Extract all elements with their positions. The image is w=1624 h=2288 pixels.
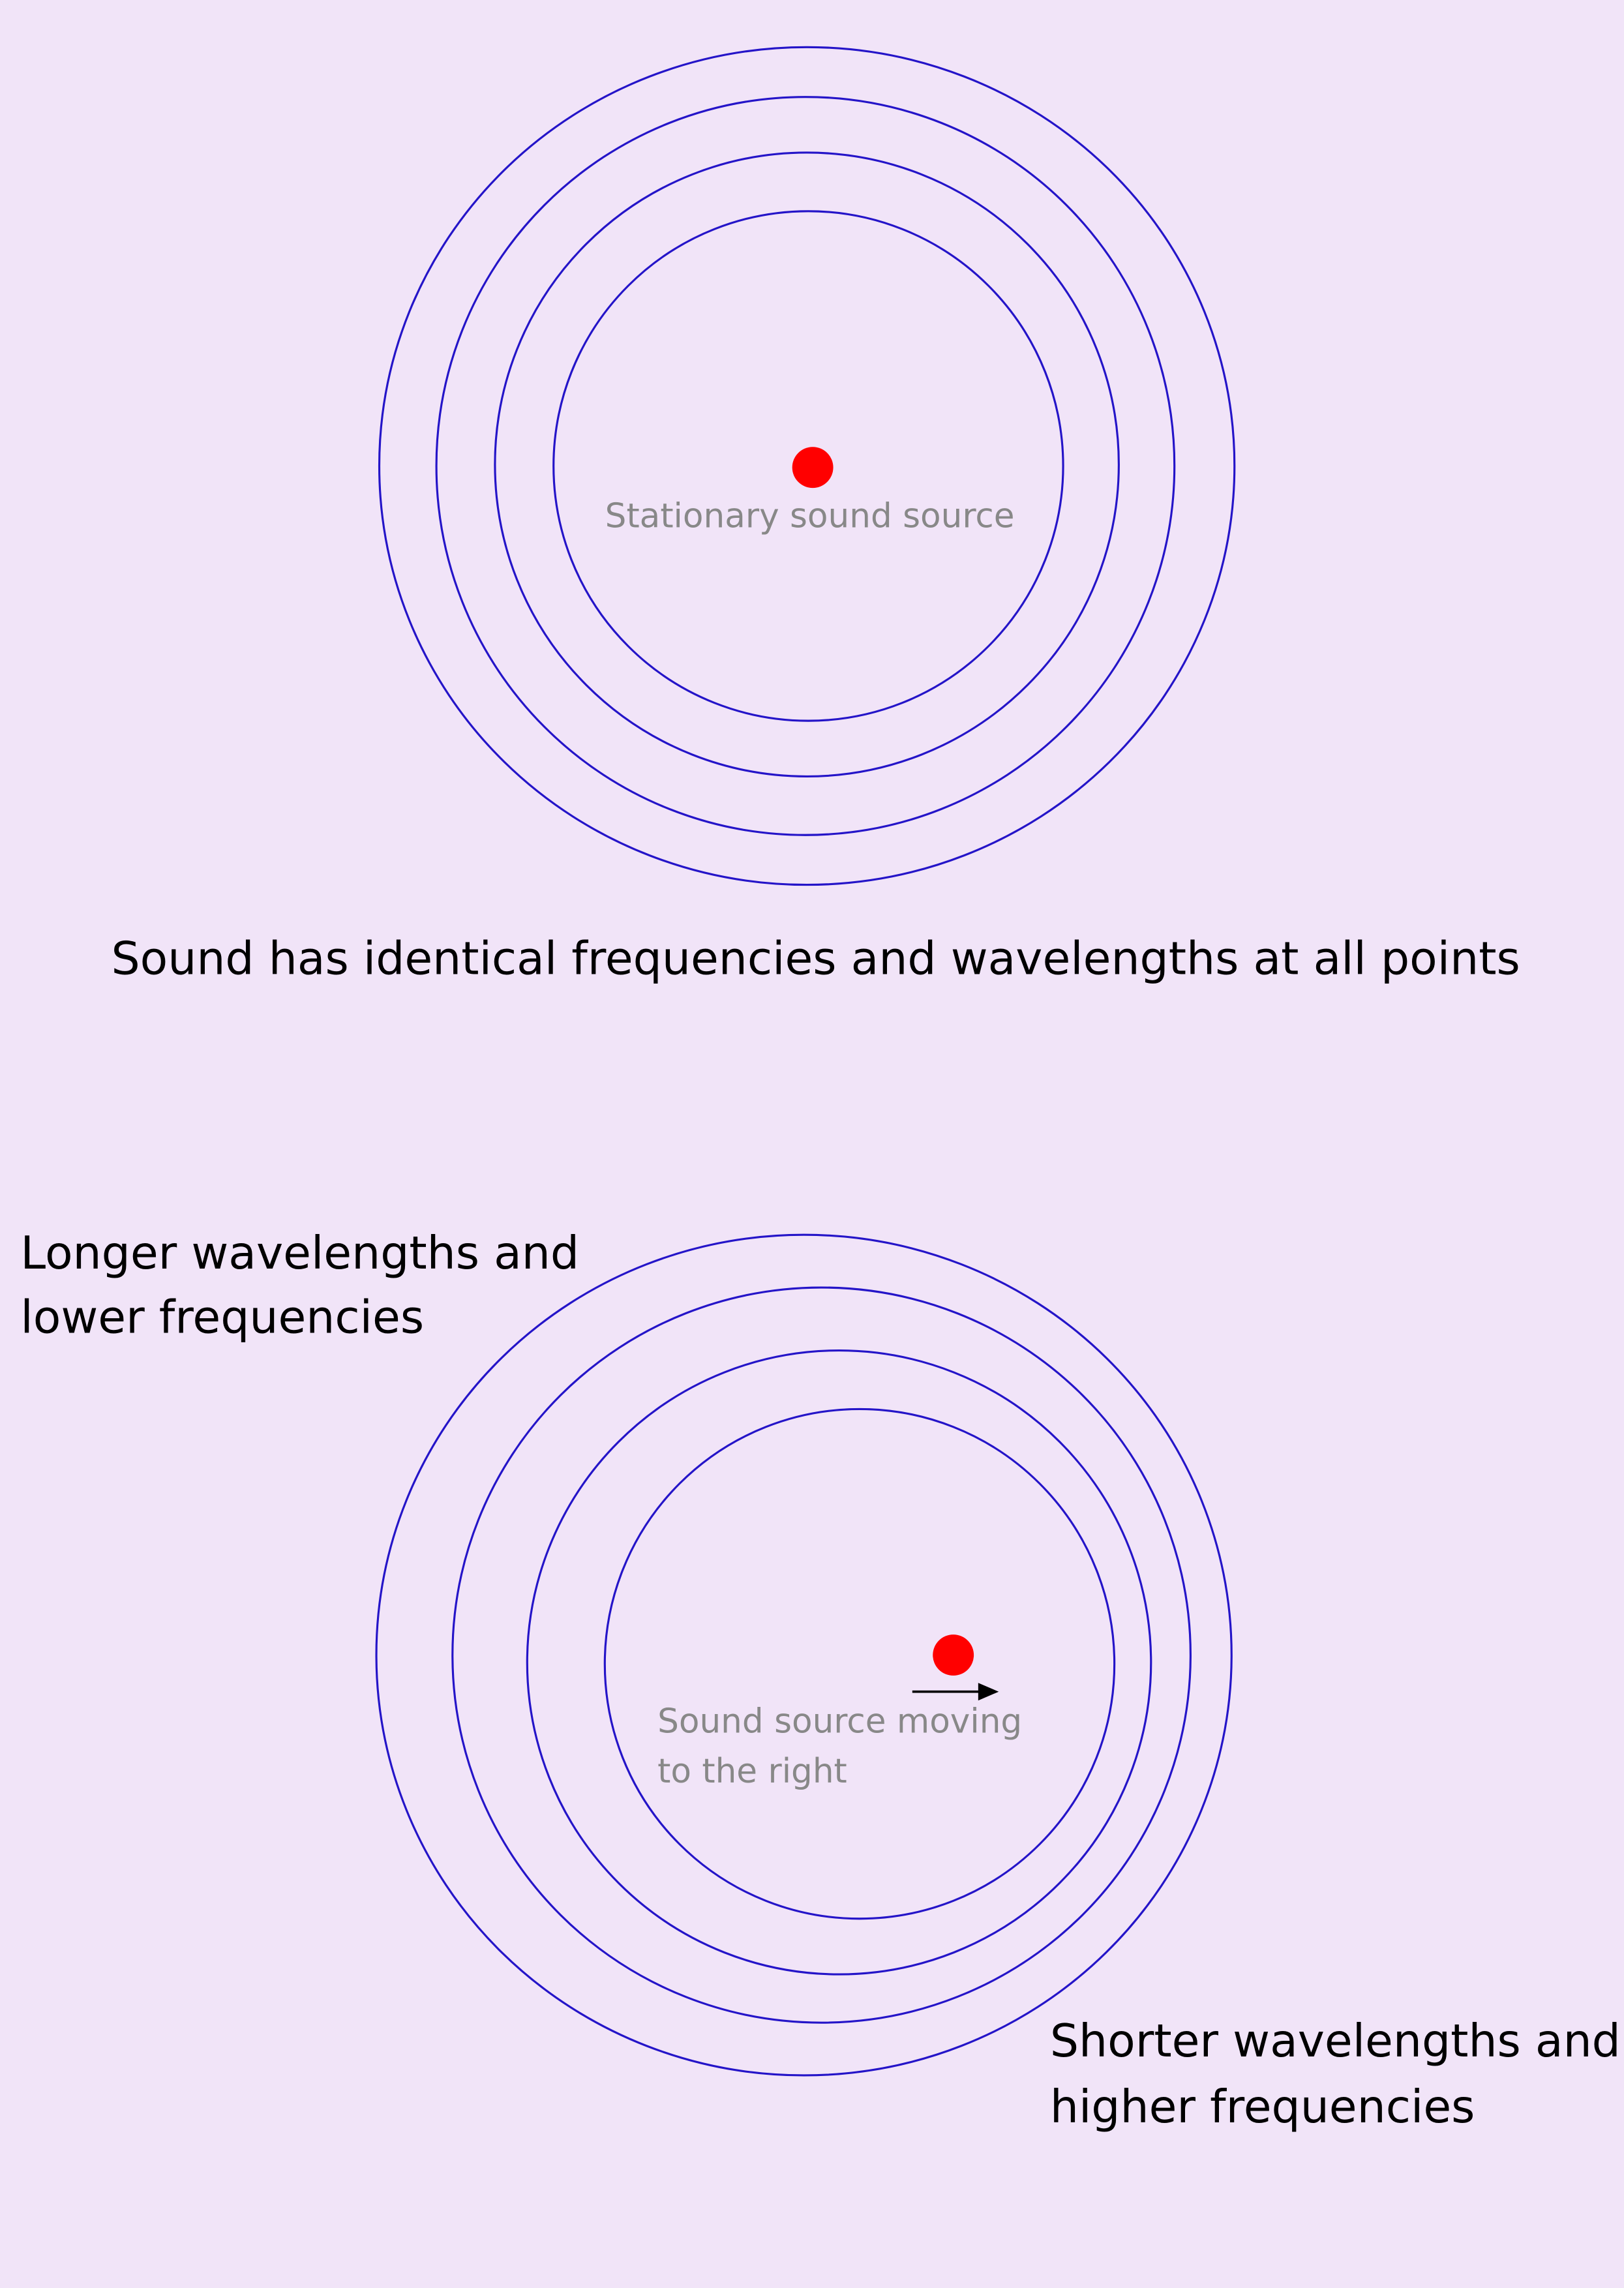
wave-ring-4: [375, 1233, 1233, 2077]
left-label-line2: lower frequencies: [20, 1291, 424, 1344]
moving-panel: Sound source moving to the right Longer …: [20, 1227, 1620, 2133]
wave-ring-3: [451, 1286, 1192, 2024]
moving-source-label-line1: Sound source moving: [657, 1702, 1022, 1741]
wave-ring-3: [435, 96, 1176, 836]
wave-ring-2: [526, 1349, 1152, 1976]
wave-ring-1: [552, 210, 1064, 722]
wave-ring-1: [603, 1407, 1116, 1920]
right-label-line2: higher frequencies: [1050, 2081, 1475, 2133]
stationary-panel: Stationary sound source Sound has identi…: [111, 46, 1520, 986]
stationary-source-label: Stationary sound source: [605, 497, 1015, 536]
moving-source-label-line2: to the right: [657, 1752, 847, 1791]
right-label-line1: Shorter wavelengths and: [1050, 2015, 1621, 2068]
stationary-caption: Sound has identical frequencies and wave…: [111, 933, 1520, 986]
wave-ring-2: [494, 151, 1120, 778]
moving-sound-source-dot: [933, 1634, 974, 1676]
wave-ring-4: [378, 46, 1236, 886]
stationary-sound-source-dot: [792, 447, 834, 489]
right-arrow-icon: [912, 1683, 999, 1701]
left-label-line1: Longer wavelengths and: [20, 1227, 579, 1280]
